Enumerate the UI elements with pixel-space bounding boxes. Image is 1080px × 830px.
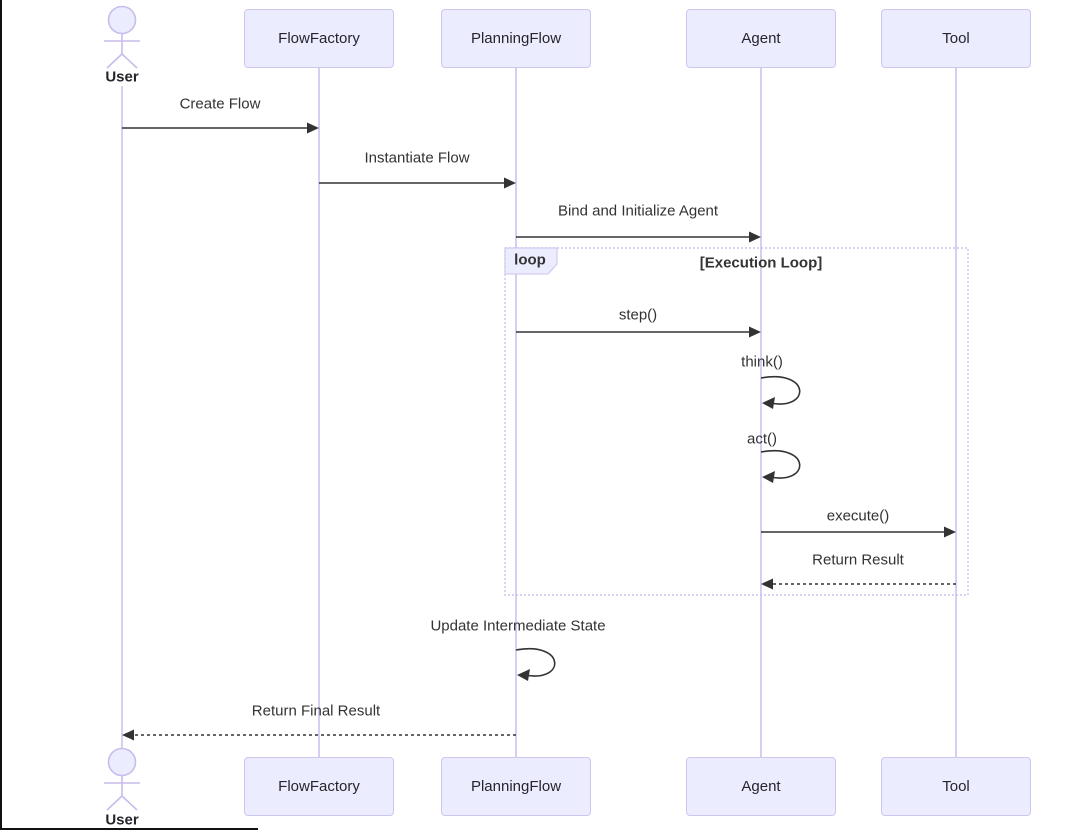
- loop-frame: [504, 247, 969, 596]
- loop-label-tab: [504, 247, 558, 275]
- loop-title: [Execution Loop]: [699, 254, 823, 272]
- message-label-instantiate-flow: Instantiate Flow: [364, 149, 470, 167]
- actor-figure-user-top-head: [107, 5, 137, 35]
- message-label-return-final: Return Final Result: [251, 702, 381, 720]
- message-label-act: act(): [747, 430, 777, 448]
- actor-figure-user-top-leg-right: [121, 53, 138, 69]
- arrowhead-9: [122, 729, 134, 741]
- participant-box-flowfactory-top: FlowFactory: [244, 9, 394, 68]
- actor-figure-user-top-leg-left: [106, 53, 123, 69]
- message-label-bind-init-agent: Bind and Initialize Agent: [557, 202, 719, 220]
- actor-figure-user-bottom-leg-left: [106, 795, 123, 811]
- window-edge-bottom: [0, 828, 258, 830]
- participant-box-agent-top: Agent: [686, 9, 836, 68]
- window-edge-left: [0, 0, 2, 830]
- actor-label-user-top: User: [105, 68, 139, 86]
- arrowhead-7: [761, 578, 773, 590]
- participant-box-flowfactory-bottom: FlowFactory: [244, 757, 394, 816]
- loop-keyword: loop: [514, 251, 546, 269]
- participant-box-planningflow-top: PlanningFlow: [441, 9, 591, 68]
- self-arrow-4: [760, 375, 801, 405]
- participant-box-tool-top: Tool: [881, 9, 1031, 68]
- self-arrowhead-4: [762, 397, 775, 409]
- message-label-step: step(): [618, 306, 658, 324]
- actor-figure-user-bottom-head: [107, 747, 137, 777]
- arrowhead-1: [504, 177, 516, 189]
- actor-label-user-bottom: User: [105, 811, 139, 829]
- participant-box-planningflow-bottom: PlanningFlow: [441, 757, 591, 816]
- participant-box-tool-bottom: Tool: [881, 757, 1031, 816]
- arrowhead-6: [944, 526, 956, 538]
- message-label-return-result: Return Result: [812, 551, 904, 569]
- arrowhead-2: [749, 231, 761, 243]
- self-arrow-5: [760, 449, 801, 479]
- participant-box-agent-bottom: Agent: [686, 757, 836, 816]
- arrowhead-3: [749, 326, 761, 338]
- self-arrowhead-5: [762, 471, 775, 483]
- message-label-think: think(): [741, 353, 783, 371]
- actor-figure-user-bottom-leg-right: [121, 795, 138, 811]
- arrowhead-0: [307, 122, 319, 134]
- message-label-execute: execute(): [826, 507, 890, 525]
- message-label-create-flow: Create Flow: [179, 95, 261, 113]
- self-arrowhead-8: [517, 669, 530, 681]
- self-arrow-8: [515, 647, 556, 677]
- message-label-update-state: Update Intermediate State: [430, 617, 606, 635]
